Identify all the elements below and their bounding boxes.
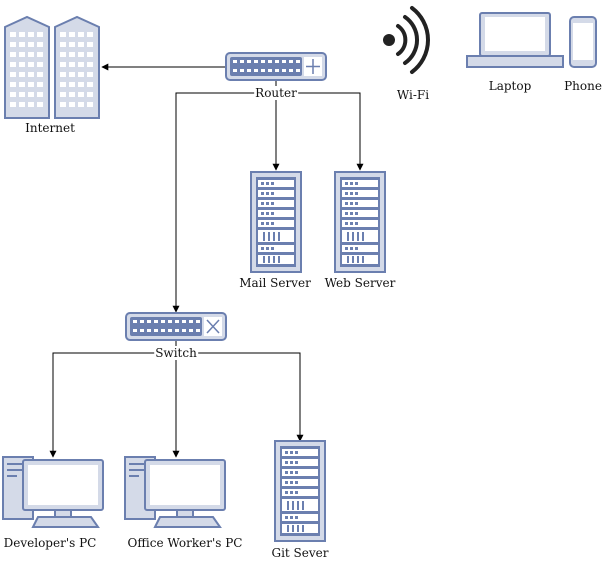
label-internet: Internet xyxy=(24,121,76,135)
desktop-pc-icon xyxy=(124,456,226,528)
wifi-icon xyxy=(383,6,430,74)
label-web-server: Web Server xyxy=(323,276,397,290)
label-developer-pc: Developer's PC xyxy=(2,536,98,550)
edge-switch-gitserver xyxy=(176,352,304,442)
label-laptop: Laptop xyxy=(487,79,533,93)
label-router: Router xyxy=(254,86,298,100)
label-phone: Phone xyxy=(563,79,603,93)
edge-router-switch xyxy=(172,92,276,313)
server-rack-icon xyxy=(334,171,386,273)
server-rack-icon xyxy=(250,171,302,273)
building-icon xyxy=(4,15,100,119)
label-office-pc: Office Worker's PC xyxy=(126,536,244,550)
label-wifi: Wi-Fi xyxy=(395,88,431,102)
label-git-server: Git Sever xyxy=(270,546,330,560)
laptop-icon xyxy=(466,12,564,68)
label-switch: Switch xyxy=(154,346,198,360)
phone-icon xyxy=(569,16,597,68)
router-icon xyxy=(225,52,327,81)
edge-router-webserver xyxy=(276,92,364,171)
switch-icon xyxy=(125,312,227,341)
desktop-pc-icon xyxy=(2,456,104,528)
server-rack-icon xyxy=(274,440,326,542)
label-mail-server: Mail Server xyxy=(238,276,312,290)
